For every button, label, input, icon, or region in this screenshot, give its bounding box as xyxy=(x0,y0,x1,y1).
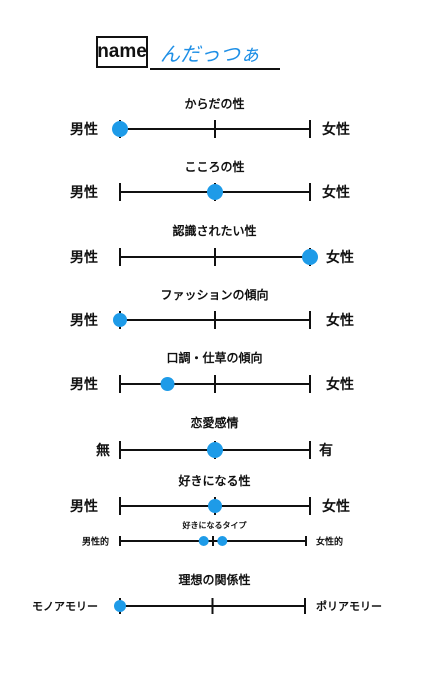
scale-marker-dot xyxy=(207,184,223,200)
scale-right-label: 女性 xyxy=(326,377,354,393)
scale-title-mind: こころの性 xyxy=(184,160,245,174)
name-label: name xyxy=(96,36,148,68)
scale-right-label: 有 xyxy=(319,443,333,459)
scale-right-label: 女性 xyxy=(322,122,350,138)
scale-left-label: 男性 xyxy=(70,377,98,393)
scale-marker-dot xyxy=(112,121,128,137)
scale-title-romance: 恋愛感情 xyxy=(190,416,239,430)
scale-title-body: からだの性 xyxy=(184,97,245,111)
scale-right-label: 女性 xyxy=(326,250,354,266)
scale-right-label: 女性 xyxy=(322,499,350,515)
scale-marker-dot xyxy=(113,313,127,327)
scale-right-label: ポリアモリー xyxy=(316,600,382,613)
scale-left-label: 男性 xyxy=(70,499,98,515)
scale-title-recognized: 認識されたい性 xyxy=(172,224,257,238)
scale-title-fashion: ファッションの傾向 xyxy=(160,288,269,302)
scale-left-label: 男性 xyxy=(70,313,98,329)
scale-left-label: 男性 xyxy=(70,250,98,266)
scale-marker-dot xyxy=(160,377,175,391)
name-value: んだっつぁ xyxy=(160,42,260,66)
scale-marker-dot xyxy=(198,536,209,546)
scale-left-label: モノアモリー xyxy=(32,600,98,613)
scale-marker-dot xyxy=(207,442,223,458)
scale-left-label: 男性的 xyxy=(82,537,110,548)
scale-marker-dot xyxy=(208,499,222,513)
scale-right-label: 女性 xyxy=(322,185,350,201)
scale-marker-dot xyxy=(114,600,126,612)
name-underline xyxy=(150,68,280,70)
scale-marker-dot xyxy=(302,249,318,265)
scale-marker-dot xyxy=(217,536,228,546)
scale-left-label: 男性 xyxy=(70,185,98,201)
scale-title-relationship: 理想の関係性 xyxy=(178,573,251,587)
scale-left-label: 男性 xyxy=(70,122,98,138)
scale-title-type: 好きになるタイプ xyxy=(182,521,247,530)
scale-title-speech: 口調・仕草の傾向 xyxy=(166,351,263,365)
scale-left-label: 無 xyxy=(96,443,110,459)
scale-right-label: 女性 xyxy=(326,313,354,329)
scale-right-label: 女性的 xyxy=(316,537,344,548)
scale-title-attraction: 好きになる性 xyxy=(178,474,251,488)
